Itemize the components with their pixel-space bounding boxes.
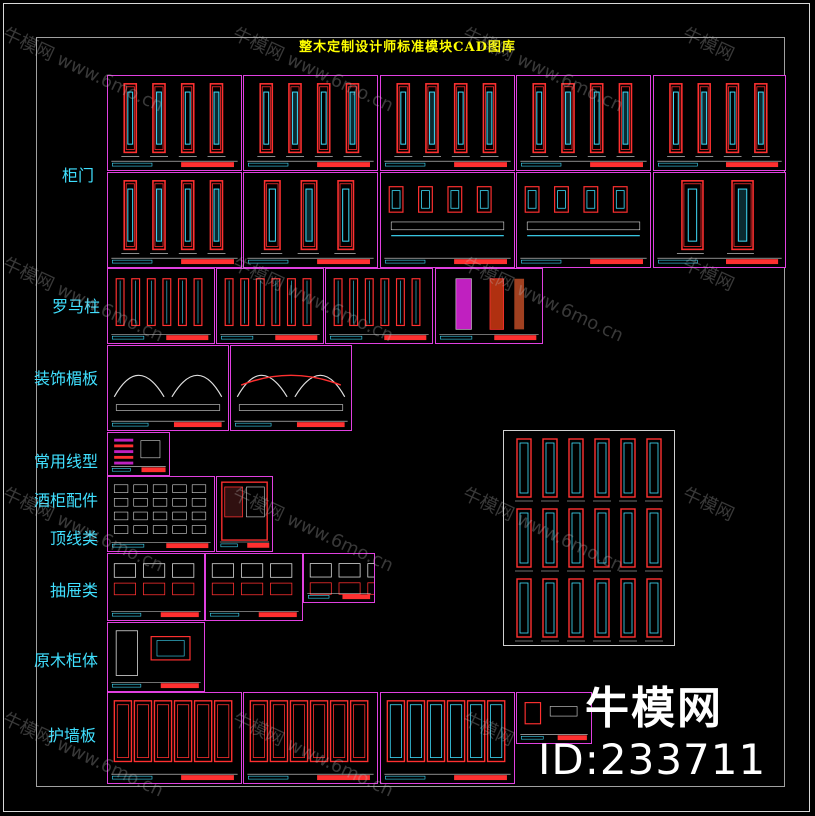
cad-sheet [516,692,592,744]
sheet-drawing [307,563,374,600]
cad-sheet [243,692,378,784]
cad-sheet [380,692,515,784]
door-elevation-panel [503,430,675,646]
cad-sheet [653,75,786,171]
sheet-drawing [111,180,238,265]
sheet-drawing [111,278,211,341]
cad-sheet [107,75,242,171]
sheet-drawing [384,186,511,265]
cad-sheet [107,476,215,552]
sheet-drawing [220,278,320,341]
cad-sheet [243,75,378,171]
sheet-drawing [111,484,211,549]
category-common-profile: 常用线型 [34,452,99,471]
cad-sheet [243,172,378,268]
category-drawer: 抽屉类 [50,581,99,600]
sheet-drawing [247,180,374,265]
sheet-drawing [247,700,374,781]
cad-sheet [205,553,303,621]
outer-border [3,3,810,812]
cad-sheet [216,476,273,552]
cad-sheet [325,268,433,344]
sheet-drawing [234,374,348,428]
category-cabinet-door: 柜门 [62,166,95,185]
cad-sheet [303,553,375,603]
sheet-drawing [520,83,647,168]
sheet-drawing [219,481,270,548]
cad-sheet [107,268,215,344]
sheet-drawing [111,83,238,168]
sheet-drawing [247,83,374,168]
sheet-drawing [111,700,238,781]
page-title: 整木定制设计师标准模块CAD图库 [299,40,516,55]
model-id: ID:233711 [538,735,767,784]
drawing-frame [36,37,785,787]
sheet-drawing [111,374,225,428]
cad-sheet [230,345,352,431]
cad-sheet [216,268,324,344]
sheet-drawing [111,438,166,473]
category-roman-column: 罗马柱 [52,297,101,316]
cad-sheet [380,75,515,171]
cad-sheet [107,622,205,692]
brand-logo: 牛模网 [585,683,723,734]
cad-sheet [107,432,170,476]
category-decorative-lintel: 装饰楣板 [34,369,99,388]
sheet-drawing [329,278,429,341]
cad-sheet [516,75,651,171]
cad-sheet [107,172,242,268]
sheet-drawing [384,83,511,168]
cad-sheet [516,172,651,268]
sheet-drawing [111,630,201,689]
cad-sheet [107,692,242,784]
cad-sheet [107,345,229,431]
category-crown-moulding: 顶线类 [50,529,99,548]
cad-sheet [435,268,543,344]
cad-sheet [107,553,205,621]
sheet-drawing [657,180,782,265]
cad-sheet [653,172,786,268]
sheet-drawing [111,563,201,618]
category-solid-wood-cabinet: 原木柜体 [34,651,99,670]
sheet-drawing [209,563,299,618]
sheet-drawing [384,700,511,781]
sheet-drawing [657,83,782,168]
sheet-drawing [439,278,539,341]
category-wine-cabinet-parts: 酒柜配件 [34,491,99,510]
category-wall-panel: 护墙板 [48,726,97,745]
cad-sheet [380,172,515,268]
sheet-drawing [520,702,588,741]
sheet-drawing [520,186,647,265]
